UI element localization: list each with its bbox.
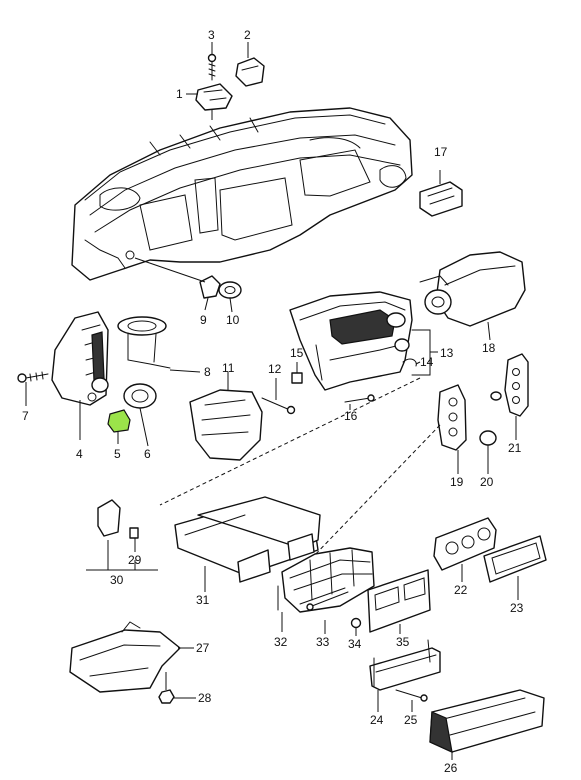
leader-dash-9 <box>134 257 206 283</box>
storage-tray-26 <box>429 689 545 760</box>
callout-21: 21 <box>508 441 522 455</box>
callout-11: 11 <box>222 361 235 375</box>
callout-13: 13 <box>440 346 454 360</box>
callout-24: 24 <box>370 713 384 727</box>
guide-line-b <box>309 424 441 561</box>
housing-11 <box>189 372 263 461</box>
guide-line-a <box>159 377 421 506</box>
screw-25 <box>395 689 428 712</box>
callout-16: 16 <box>344 409 358 423</box>
ring-10 <box>218 281 242 313</box>
callout-29: 29 <box>128 553 142 567</box>
callout-2: 2 <box>244 28 251 42</box>
callout-9: 9 <box>200 313 207 327</box>
mounting-block-2 <box>235 57 265 87</box>
holder-bracket-8 <box>117 316 201 373</box>
vent-housing-13 <box>289 291 438 391</box>
clip-14 <box>402 358 421 367</box>
bracket-assembly-1 <box>195 83 233 120</box>
callout-12: 12 <box>268 362 282 376</box>
dashboard-carrier <box>71 107 413 281</box>
clip-5-highlighted <box>107 409 131 444</box>
switch-unit-17 <box>419 170 463 217</box>
callout-34: 34 <box>348 637 362 651</box>
callout-28: 28 <box>198 691 212 705</box>
audio-unit-31 <box>174 496 321 592</box>
switch-panel-21 <box>490 353 529 440</box>
callout-31: 31 <box>196 593 210 607</box>
callout-labels: 1 2 3 4 5 6 7 8 9 10 11 12 13 14 15 16 1… <box>22 28 524 775</box>
screw-16 <box>344 394 375 410</box>
callout-1: 1 <box>176 87 183 101</box>
callout-4: 4 <box>76 447 83 461</box>
frame-23 <box>483 535 547 600</box>
cap-20 <box>479 430 497 474</box>
switch-panel-19 <box>437 384 467 474</box>
callout-14: 14 <box>420 355 434 369</box>
blank-panel-35 <box>367 569 431 634</box>
screw-33 <box>306 591 349 634</box>
callout-15: 15 <box>290 346 304 360</box>
callout-26: 26 <box>444 761 458 775</box>
callout-7: 7 <box>22 409 29 423</box>
callout-22: 22 <box>454 583 468 597</box>
support-bracket-24 <box>369 639 441 712</box>
callout-33: 33 <box>316 635 330 649</box>
callout-20: 20 <box>480 475 494 489</box>
callout-23: 23 <box>510 601 524 615</box>
callout-17: 17 <box>434 145 448 159</box>
airbag-module-18 <box>419 251 526 341</box>
mounting-cage-32 <box>277 547 375 632</box>
screw-7 <box>17 371 49 406</box>
callout-19: 19 <box>450 475 464 489</box>
nut-28 <box>158 672 196 704</box>
callout-18: 18 <box>482 341 496 355</box>
bezel-ring-6 <box>91 377 157 447</box>
callout-6: 6 <box>144 447 151 461</box>
vent-grille-4 <box>91 331 105 382</box>
trim-bezel-22 <box>433 517 497 582</box>
callout-25: 25 <box>404 713 418 727</box>
callout-27: 27 <box>196 641 210 655</box>
duct-bracket-27 <box>69 621 194 693</box>
screw-3 <box>207 53 217 81</box>
callout-35: 35 <box>396 635 410 649</box>
screw-12 <box>261 378 296 415</box>
callout-10: 10 <box>226 313 240 327</box>
bracket-29 <box>97 499 139 552</box>
callout-8: 8 <box>204 365 211 379</box>
callout-3: 3 <box>208 28 215 42</box>
nut-34 <box>350 617 362 636</box>
nut-15 <box>291 362 303 384</box>
callout-30: 30 <box>110 573 124 587</box>
callout-32: 32 <box>274 635 288 649</box>
callout-5: 5 <box>114 447 121 461</box>
